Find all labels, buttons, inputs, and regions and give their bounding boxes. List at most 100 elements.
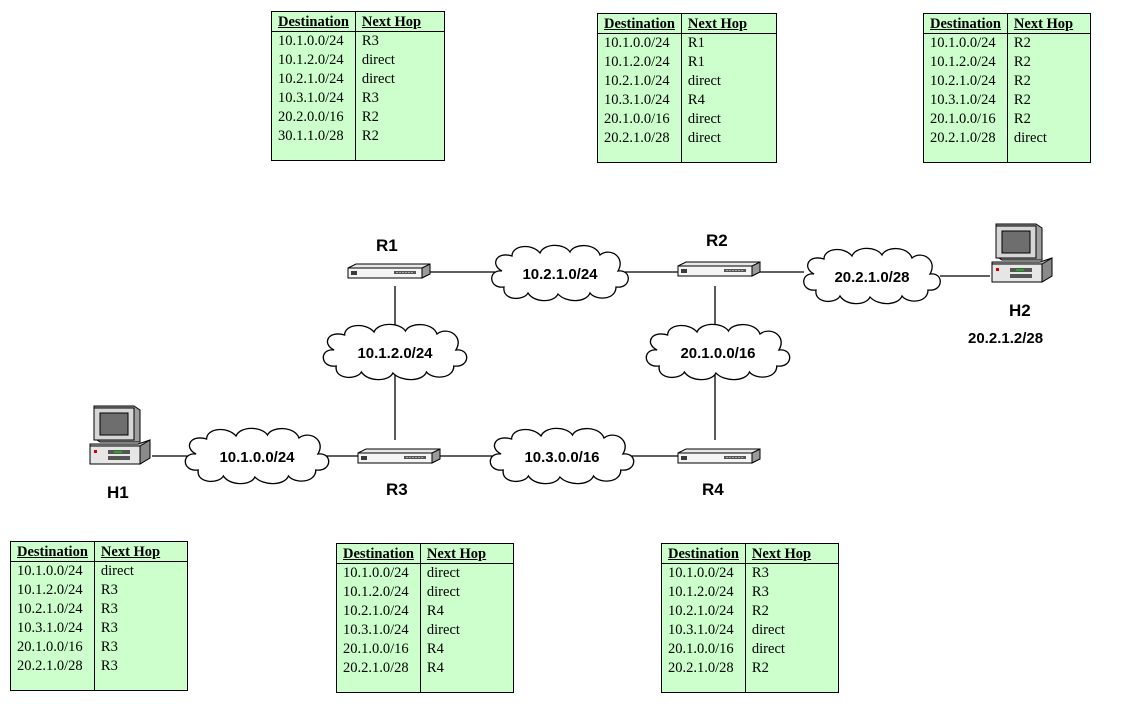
destination-cell: 20.1.0.0/16	[10, 638, 95, 657]
destination-cell: 10.3.1.0/24	[10, 619, 95, 638]
column-header-destination: Destination	[336, 543, 421, 564]
destination-cell: 10.3.1.0/24	[661, 621, 746, 640]
destination-cell: 10.3.1.0/24	[923, 91, 1008, 110]
node-label-r1: R1	[376, 236, 398, 255]
next-hop-cell: direct	[687, 130, 721, 146]
router-r4	[677, 448, 761, 464]
column-header-next-hop: Next Hop	[94, 541, 188, 562]
destination-cell: 10.2.1.0/24	[661, 602, 746, 621]
column-header-next-hop: Next Hop	[681, 13, 777, 34]
router-r2	[677, 261, 761, 277]
h2-address-label: 20.2.1.2/28	[968, 330, 1044, 347]
host-h1	[89, 405, 151, 465]
destination-cell: 20.1.0.0/16	[661, 640, 746, 659]
next-hop-cell: direct	[751, 622, 785, 638]
next-hop-cell: R2	[1013, 54, 1031, 70]
node-label-h1: H1	[107, 483, 129, 502]
destination-cell: 20.1.0.0/16	[597, 110, 682, 129]
router-r3	[357, 448, 441, 464]
destination-cell: 10.1.2.0/24	[271, 51, 356, 70]
next-hop-cell: R4	[426, 660, 444, 676]
table-padding-row	[10, 676, 188, 691]
destination-cell: 10.3.1.0/24	[336, 621, 421, 640]
next-hop-cell: R3	[100, 582, 118, 598]
next-hop-cell: R3	[100, 658, 118, 674]
destination-cell: 20.1.0.0/16	[336, 640, 421, 659]
destination-cell: 10.1.0.0/24	[271, 31, 356, 51]
next-hop-cell: direct	[361, 52, 395, 68]
table-row: 10.3.1.0/24 direct	[336, 621, 514, 640]
next-hop-cell: direct	[100, 563, 134, 579]
next-hop-cell: R1	[687, 54, 705, 70]
network-label: 10.3.0.0/16	[524, 449, 599, 466]
column-header-destination: Destination	[10, 541, 95, 562]
column-header-next-hop: Next Hop	[420, 543, 514, 564]
column-header-destination: Destination	[597, 13, 682, 34]
next-hop-cell: direct	[751, 641, 785, 657]
next-hop-cell: direct	[426, 622, 460, 638]
node-label-r3: R3	[386, 480, 408, 499]
table-row: 20.2.1.0/28 R2	[661, 659, 839, 678]
next-hop-cell: R2	[751, 660, 769, 676]
destination-cell: 10.2.1.0/24	[271, 70, 356, 89]
links	[152, 271, 990, 457]
next-hop-cell: R3	[361, 90, 379, 106]
column-header-destination: Destination	[923, 13, 1008, 34]
destination-cell: 10.1.0.0/24	[597, 33, 682, 53]
next-hop-cell: R3	[751, 584, 769, 600]
destination-cell: 10.2.1.0/24	[10, 600, 95, 619]
destination-cell: 10.1.2.0/24	[10, 581, 95, 600]
next-hop-cell: direct	[687, 111, 721, 127]
destination-cell: 10.1.0.0/24	[923, 33, 1008, 53]
router-r1	[347, 263, 431, 279]
destination-cell: 10.3.1.0/24	[597, 91, 682, 110]
destination-cell: 10.2.1.0/24	[336, 602, 421, 621]
destination-cell: 10.1.0.0/24	[10, 561, 95, 581]
next-hop-cell: R4	[426, 641, 444, 657]
table-row: 10.1.2.0/24 direct	[271, 51, 445, 70]
destination-cell: 20.2.1.0/28	[597, 129, 682, 148]
column-header-next-hop: Next Hop	[1007, 13, 1091, 34]
host-h2	[991, 223, 1053, 283]
column-header-destination: Destination	[271, 11, 356, 32]
next-hop-cell: direct	[687, 73, 721, 89]
next-hop-cell: direct	[426, 565, 460, 581]
table-row: 20.2.1.0/28 direct	[597, 129, 777, 148]
network-label: 20.1.0.0/16	[680, 345, 755, 362]
table-padding-row	[271, 146, 445, 161]
next-hop-cell: R3	[100, 639, 118, 655]
next-hop-cell: R2	[1013, 111, 1031, 127]
table-row: 10.1.0.0/24 R1	[597, 33, 777, 53]
table-row: 10.1.0.0/24 direct	[10, 561, 188, 581]
destination-cell: 20.1.0.0/16	[923, 110, 1008, 129]
next-hop-cell: R1	[687, 35, 705, 51]
table-padding-row	[661, 678, 839, 693]
next-hop-cell: R4	[687, 92, 705, 108]
destination-cell: 20.2.1.0/28	[661, 659, 746, 678]
table-padding-row	[923, 148, 1091, 163]
next-hop-cell: direct	[426, 584, 460, 600]
node-label-h2: H2	[1009, 301, 1031, 320]
destination-cell: 10.1.0.0/24	[661, 563, 746, 583]
destination-cell: 10.2.1.0/24	[923, 72, 1008, 91]
destination-cell: 10.1.2.0/24	[336, 583, 421, 602]
network-label: 10.2.1.0/24	[522, 266, 598, 283]
